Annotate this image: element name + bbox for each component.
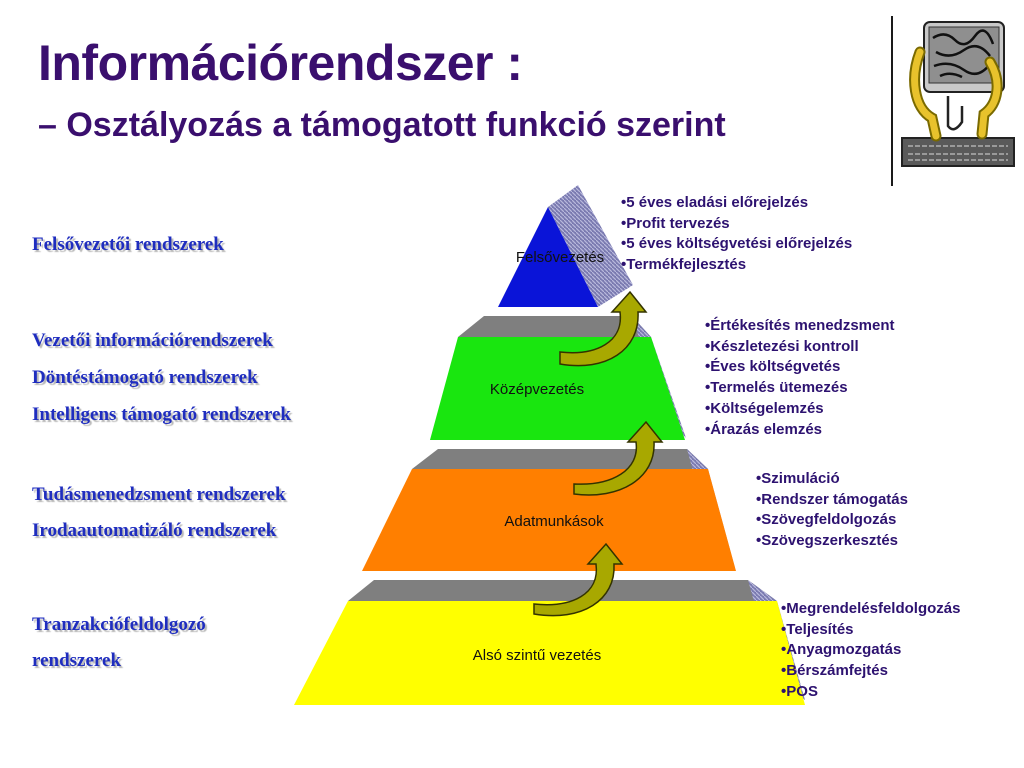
function-item: Készletezési kontroll [705, 337, 895, 358]
level-label-middle: Középvezetés [490, 381, 584, 398]
system-label-data-workers-2: Irodaautomatizáló rendszerek [32, 520, 277, 541]
function-item: Bérszámfejtés [781, 661, 960, 682]
function-item: Profit tervezés [621, 214, 852, 235]
vertical-divider [891, 16, 893, 186]
level-label-bottom: Alsó szintű vezetés [473, 647, 601, 664]
function-list-top: 5 éves eladási előrejelzés Profit tervez… [621, 193, 852, 276]
function-item: 5 éves eladási előrejelzés [621, 193, 852, 214]
system-label-middle-2: Döntéstámogató rendszerek [32, 367, 258, 388]
function-item: Éves költségvetés [705, 357, 895, 378]
computer-user-icon [901, 21, 1015, 167]
bottom-level-top-edge [348, 580, 777, 601]
function-item: POS [781, 682, 960, 703]
data-workers-level-face [362, 469, 736, 571]
function-item: Szövegszerkesztés [756, 531, 908, 552]
bottom-level-face [294, 601, 805, 705]
top-level-side [548, 185, 633, 307]
function-item: Árazás elemzés [705, 420, 895, 441]
pyramid-level-middle: Középvezetés [430, 316, 686, 440]
system-label-bottom-2: rendszerek [32, 650, 122, 671]
function-list-middle: Értékesítés menedzsment Készletezési kon… [705, 316, 895, 441]
function-list-data-workers: Szimuláció Rendszer támogatás Szövegfeld… [756, 469, 908, 552]
pyramid-level-top: Felsővezetés [498, 185, 633, 307]
curved-up-arrow-icon [533, 542, 624, 617]
function-list-bottom: Megrendelésfeldolgozás Teljesítés Anyagm… [781, 599, 960, 703]
function-item: Termékfejlesztés [621, 255, 852, 276]
function-item: Szövegfeldolgozás [756, 510, 908, 531]
data-workers-level-top-edge [412, 449, 708, 469]
pyramid-level-bottom: Alsó szintű vezetés [294, 580, 805, 705]
function-item: Teljesítés [781, 620, 960, 641]
function-item: Megrendelésfeldolgozás [781, 599, 960, 620]
system-label-bottom-1: Tranzakciófeldolgozó [32, 614, 206, 635]
top-level-face [498, 207, 598, 307]
middle-level-top-edge [458, 316, 651, 337]
function-item: 5 éves költségvetési előrejelzés [621, 234, 852, 255]
slide-subtitle: – Osztályozás a támogatott funkció szeri… [38, 106, 726, 144]
level-label-top: Felsővezetés [516, 249, 604, 266]
pyramid-level-data-workers: Adatmunkások [362, 449, 736, 571]
function-item: Költségelemzés [705, 399, 895, 420]
function-item: Értékesítés menedzsment [705, 316, 894, 337]
system-label-data-workers-1: Tudásmenedzsment rendszerek [32, 484, 286, 505]
function-item: Rendszer támogatás [756, 490, 908, 511]
slide-title: Információrendszer : [38, 35, 523, 91]
system-label-middle-1: Vezetői információrendszerek [32, 330, 273, 351]
level-label-data-workers: Adatmunkások [504, 513, 604, 530]
function-item: Termelés ütemezés [705, 378, 895, 399]
middle-level-face [430, 337, 685, 440]
curved-up-arrow-icon [559, 290, 648, 367]
function-item: Szimuláció [756, 469, 908, 490]
system-label-middle-3: Intelligens támogató rendszerek [32, 404, 291, 425]
function-item: Anyagmozgatás [781, 640, 960, 661]
system-label-top-1: Felsővezetői rendszerek [32, 234, 224, 255]
curved-up-arrow-icon [573, 420, 664, 496]
